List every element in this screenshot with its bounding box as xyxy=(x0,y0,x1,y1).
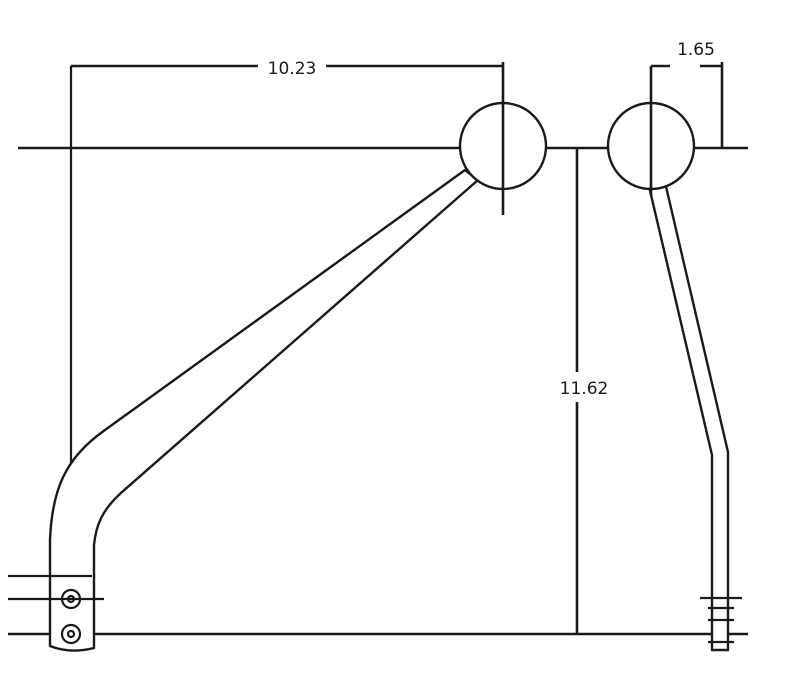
vertical-dimension-label: 11.62 xyxy=(560,379,609,399)
horizontal-dimension-label: 10.23 xyxy=(268,59,317,79)
side-dimension-label: 1.65 xyxy=(677,40,715,60)
mounting-hole-lower xyxy=(60,623,82,645)
mounting-hole-upper xyxy=(60,588,82,610)
front-view: 10.23 11.62 xyxy=(8,59,748,652)
bracket-arm xyxy=(48,168,480,652)
side-view: 1.65 xyxy=(606,40,742,652)
side-arm xyxy=(646,176,730,652)
